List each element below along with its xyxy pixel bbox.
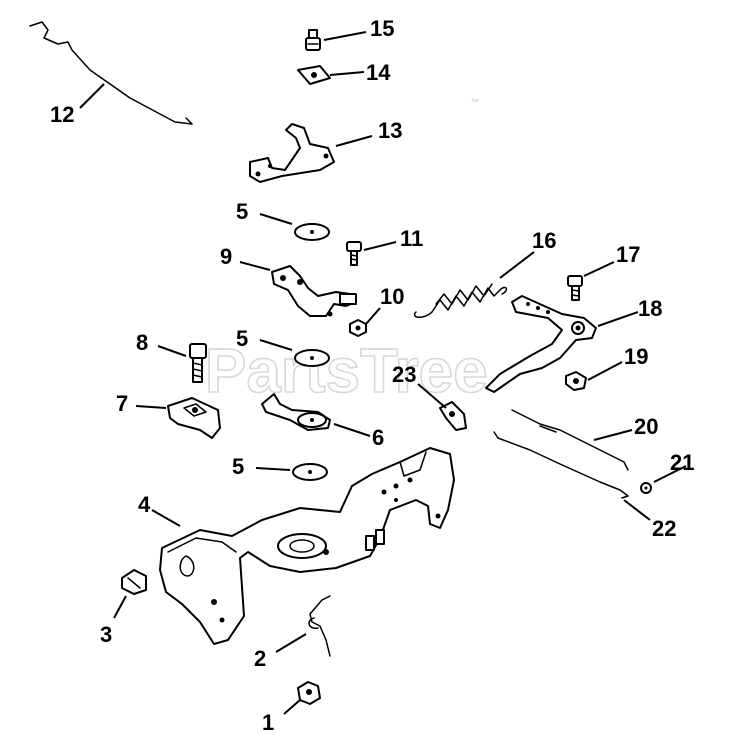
part-10-nut bbox=[349, 319, 367, 337]
part-1-nut bbox=[297, 681, 321, 705]
svg-text:5: 5 bbox=[236, 326, 248, 351]
svg-text:5: 5 bbox=[236, 199, 248, 224]
callout-12: 12 bbox=[50, 83, 105, 127]
svg-text:18: 18 bbox=[638, 296, 662, 321]
watermark-text: PartsTree bbox=[205, 337, 488, 406]
svg-text:1: 1 bbox=[262, 710, 274, 735]
callout-5-middle: 5 bbox=[236, 326, 293, 351]
callout-20: 20 bbox=[593, 414, 658, 441]
svg-text:4: 4 bbox=[138, 492, 151, 517]
callout-13: 13 bbox=[335, 118, 402, 147]
callout-7: 7 bbox=[116, 391, 167, 416]
svg-text:21: 21 bbox=[670, 450, 694, 475]
svg-text:2: 2 bbox=[254, 646, 266, 671]
svg-text:11: 11 bbox=[400, 226, 423, 251]
callout-5-top: 5 bbox=[236, 199, 293, 225]
part-2-spring bbox=[308, 595, 331, 657]
part-4-control-bracket bbox=[159, 447, 455, 645]
callout-16: 16 bbox=[499, 228, 556, 279]
part-16-spring bbox=[413, 283, 508, 318]
callout-9: 9 bbox=[220, 244, 271, 271]
svg-text:7: 7 bbox=[116, 391, 128, 416]
svg-text:12: 12 bbox=[50, 102, 74, 127]
callout-11: 11 bbox=[363, 226, 423, 251]
callout-5-bottom: 5 bbox=[232, 454, 291, 479]
part-5-washer-middle bbox=[294, 349, 330, 367]
part-23-clamp bbox=[439, 401, 467, 431]
callout-3: 3 bbox=[100, 595, 127, 647]
svg-text:17: 17 bbox=[616, 242, 640, 267]
svg-text:20: 20 bbox=[634, 414, 658, 439]
part-9-governor-lever bbox=[271, 265, 357, 317]
svg-text:9: 9 bbox=[220, 244, 232, 269]
part-11-screw bbox=[346, 241, 362, 266]
svg-text:23: 23 bbox=[392, 362, 416, 387]
callout-10: 10 bbox=[365, 284, 404, 325]
svg-text:5: 5 bbox=[232, 454, 244, 479]
part-21-nut bbox=[640, 482, 652, 494]
callout-2: 2 bbox=[254, 633, 307, 671]
callout-1: 1 bbox=[262, 699, 301, 735]
svg-text:15: 15 bbox=[370, 16, 394, 41]
callout-23: 23 bbox=[392, 362, 447, 409]
part-5-washer-bottom bbox=[292, 463, 328, 481]
callout-6: 6 bbox=[333, 423, 384, 450]
callout-8: 8 bbox=[136, 330, 187, 357]
part-8-bolt bbox=[189, 343, 207, 383]
part-19-nut bbox=[565, 371, 587, 391]
part-17-screw bbox=[567, 275, 583, 301]
part-6-lever bbox=[261, 393, 331, 431]
callout-14: 14 bbox=[329, 60, 391, 85]
callout-21: 21 bbox=[653, 450, 694, 483]
svg-text:16: 16 bbox=[532, 228, 556, 253]
callout-15: 15 bbox=[323, 16, 394, 41]
part-14-washer bbox=[297, 65, 331, 85]
svg-text:8: 8 bbox=[136, 330, 148, 355]
part-13-bracket bbox=[249, 123, 335, 183]
callout-22: 22 bbox=[623, 499, 676, 541]
part-18-control-lever bbox=[485, 295, 597, 393]
svg-text:3: 3 bbox=[100, 622, 112, 647]
callout-4: 4 bbox=[138, 492, 181, 527]
part-5-washer-top bbox=[294, 223, 330, 241]
watermark-trademark: ™ bbox=[470, 97, 479, 107]
svg-text:14: 14 bbox=[366, 60, 391, 85]
part-7-clip bbox=[167, 397, 221, 439]
callout-18: 18 bbox=[597, 296, 662, 327]
part-15-screw bbox=[305, 29, 321, 51]
callout-19: 19 bbox=[587, 344, 648, 381]
part-3-screw bbox=[121, 569, 147, 595]
part-22-throttle-rod bbox=[493, 431, 629, 499]
svg-text:19: 19 bbox=[624, 344, 648, 369]
part-12-governor-link-rod bbox=[29, 21, 193, 125]
svg-text:6: 6 bbox=[372, 425, 384, 450]
svg-text:22: 22 bbox=[652, 516, 676, 541]
callout-17: 17 bbox=[583, 242, 640, 277]
part-20-choke-rod bbox=[511, 409, 629, 471]
svg-text:13: 13 bbox=[378, 118, 402, 143]
svg-text:10: 10 bbox=[380, 284, 404, 309]
